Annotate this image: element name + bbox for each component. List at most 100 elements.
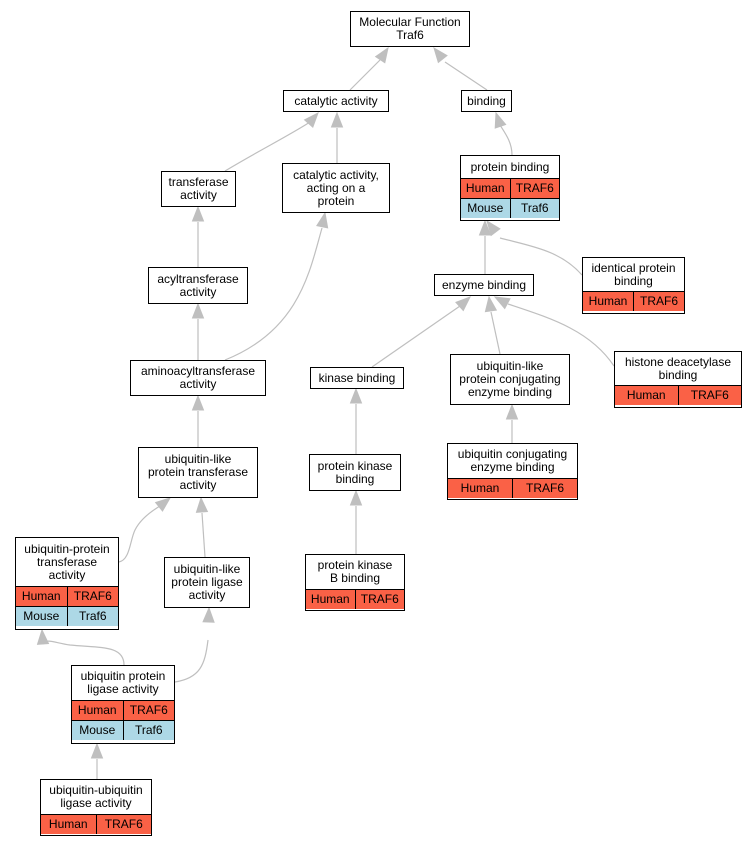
species-cell: Human [48, 817, 88, 831]
kinase-binding-node[interactable]: kinase binding [310, 367, 404, 389]
node-label: histone deacetylase binding [624, 354, 732, 382]
gene-symbol-cell: Traf6 [122, 721, 175, 740]
species-cell: Mouse [467, 201, 504, 215]
gene-symbol-cell: TRAF6 [122, 701, 175, 720]
mouse-annotation-row: Mouse Traf6 [16, 606, 118, 626]
node-label: binding [467, 93, 506, 108]
edge-arrowhead [493, 296, 511, 310]
edge-acyltransferase-to-transferase-activity [191, 205, 205, 267]
species-cell: Human [588, 294, 628, 308]
root-molecular-function-node[interactable]: Molecular Function Traf6 [350, 11, 470, 47]
human-annotation-row: Human TRAF6 [41, 814, 151, 834]
gene-symbol-cell: TRAF6 [509, 179, 560, 198]
species-cell: Human [465, 181, 505, 195]
transferase-activity-node[interactable]: transferase activity [161, 171, 236, 207]
edge-ub-ub-ligase-to-ub-protein-ligase [90, 742, 104, 779]
edge-arrowhead [191, 394, 205, 411]
enzyme-binding-node[interactable]: enzyme binding [434, 274, 534, 296]
gene-symbol-cell: TRAF6 [66, 587, 119, 606]
edge-line [201, 512, 206, 558]
gene-symbol-cell: TRAF6 [354, 590, 405, 609]
edge-ubl-ligase-to-ubl-transferase [195, 496, 209, 558]
edge-protein-kinase-binding-to-kinase-binding [349, 387, 363, 454]
gene-symbol-cell: Traf6 [509, 199, 560, 218]
edge-binding-to-molecular-function [433, 46, 488, 91]
edge-line [499, 124, 513, 156]
gene-symbol-cell: TRAF6 [677, 386, 742, 405]
edge-line [224, 227, 323, 361]
species-cell: Human [460, 481, 500, 495]
edge-arrowhead [330, 111, 344, 128]
edge-ub-conj-enzyme-binding-to-ubl-conj-enzyme-binding [505, 403, 519, 443]
edge-kinase-binding-to-enzyme-binding [371, 296, 472, 368]
edge-ub-protein-ligase-to-ub-protein-transferase [36, 628, 125, 666]
edge-line [349, 59, 381, 91]
species-cell: Human [626, 388, 666, 402]
node-label: aminoacyltransferase activity [140, 364, 256, 391]
node-label: identical protein binding [591, 260, 676, 288]
binding-node[interactable]: binding [461, 90, 512, 112]
edge-arrowhead [195, 496, 209, 513]
species-cell: Human [77, 703, 117, 717]
edge-line [118, 505, 161, 563]
node-label: Molecular Function Traf6 [359, 15, 461, 42]
catalytic-activity-node[interactable]: catalytic activity [283, 90, 389, 112]
edge-arrowhead [374, 46, 389, 64]
aminoacyltransferase-activity-node[interactable]: aminoacyltransferase activity [130, 360, 266, 396]
gene-symbol-cell: TRAF6 [95, 815, 152, 834]
edge-arrowhead [455, 296, 472, 312]
node-label: kinase binding [318, 370, 396, 385]
node-label: enzyme binding [441, 277, 527, 292]
human-annotation-row: Human TRAF6 [448, 478, 577, 498]
acyltransferase-activity-node[interactable]: acyltransferase activity [148, 267, 248, 304]
species-cell: Mouse [79, 723, 116, 737]
node-label: ubiquitin-like protein ligase activity [171, 562, 243, 602]
edge-transferase-activity-to-catalytic-activity [224, 111, 319, 172]
protein-kinase-binding-node[interactable]: protein kinase binding [309, 454, 401, 491]
edge-arrowhead [316, 211, 329, 229]
edge-arrowhead [202, 606, 215, 623]
human-annotation-row: Human TRAF6 [461, 178, 559, 198]
node-label: ubiquitin-protein transferase activity [24, 541, 110, 582]
edge-arrowhead [494, 111, 507, 129]
edge-arrowhead [90, 742, 104, 759]
edge-identical-protein-binding-to-protein-binding [486, 219, 583, 276]
edge-enzyme-binding-to-protein-binding [478, 219, 492, 274]
species-cell: Human [21, 589, 61, 603]
gene-symbol-cell: Traf6 [66, 607, 119, 626]
edge-ub-protein-transferase-to-ubl-transferase [118, 497, 172, 563]
edge-ubl-conj-enzyme-binding-to-enzyme-binding [484, 295, 501, 355]
catalytic-activity-on-protein-node[interactable]: catalytic activity, acting on a protein [282, 163, 390, 213]
edge-line [499, 237, 583, 276]
node-label: protein kinase binding [317, 458, 393, 486]
edge-aminoacyltransferase-to-acyltransferase [191, 302, 205, 360]
ubiquitin-like-ligase-activity-node[interactable]: ubiquitin-like protein ligase activity [164, 557, 250, 608]
node-label: transferase activity [168, 175, 229, 202]
human-annotation-row: Human TRAF6 [72, 700, 174, 720]
node-label: ubiquitin-ubiquitin ligase activity [49, 783, 143, 810]
edge-ub-protein-ligase-to-ubl-ligase [174, 606, 215, 683]
edge-arrowhead [349, 489, 363, 506]
node-label: protein binding [470, 159, 550, 174]
edge-arrowhead [191, 302, 205, 319]
gene-symbol-cell: TRAF6 [512, 479, 577, 498]
node-label: ubiquitin-like protein transferase activ… [147, 452, 249, 492]
node-label: ubiquitin conjugating enzyme binding [457, 447, 568, 474]
ubiquitin-like-transferase-activity-node[interactable]: ubiquitin-like protein transferase activ… [138, 447, 258, 498]
species-cell: Human [310, 592, 350, 606]
species-cell: Mouse [23, 609, 60, 623]
ubiquitin-like-conjugating-enzyme-binding-node[interactable]: ubiquitin-like protein conjugating enzym… [450, 354, 570, 405]
edge-arrowhead [191, 205, 205, 222]
human-annotation-row: Human TRAF6 [16, 586, 118, 606]
edge-line [490, 311, 501, 355]
